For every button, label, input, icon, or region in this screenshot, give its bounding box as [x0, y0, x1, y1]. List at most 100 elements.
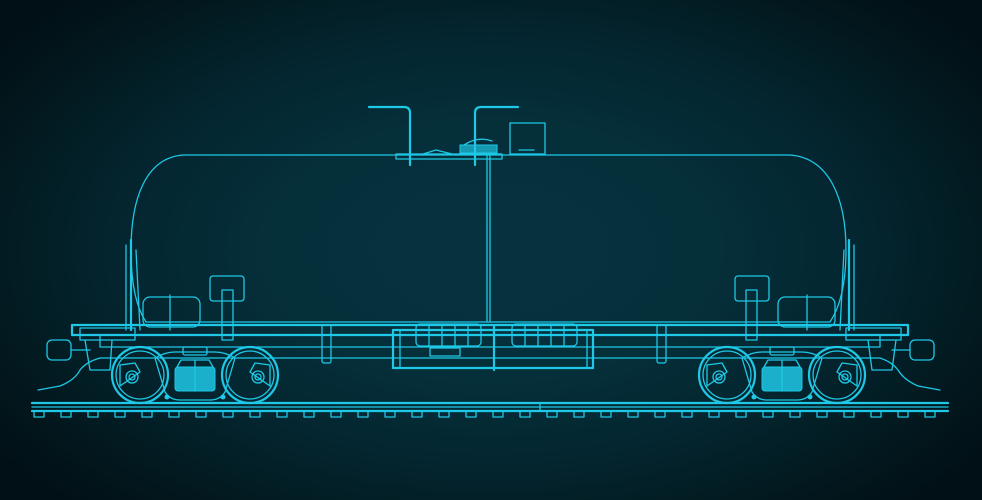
axle-hub — [715, 373, 723, 381]
left-brake-post — [221, 289, 234, 341]
sleeper — [276, 410, 288, 418]
axle-bearing — [838, 370, 852, 384]
right-end-platform — [845, 327, 902, 341]
sleeper — [897, 410, 909, 418]
tank — [130, 154, 847, 323]
sleeper — [627, 410, 639, 418]
left-air-reservoir — [142, 296, 201, 328]
right-coupler-pocket — [867, 339, 897, 371]
left-cross-bearer — [321, 324, 332, 364]
left-end-platform — [79, 327, 136, 341]
sleeper — [222, 410, 234, 418]
sleeper — [492, 410, 504, 418]
valve-cap — [463, 138, 493, 146]
right-vent-pipe — [473, 105, 520, 167]
right-cross-bearer — [656, 324, 667, 364]
wheel-tread — [812, 350, 862, 400]
right-valve-cylinder — [511, 323, 578, 347]
left-brake-box — [209, 275, 245, 302]
sleeper — [681, 410, 693, 418]
left-coupler — [46, 339, 72, 361]
journal-box — [119, 362, 141, 387]
sleeper — [465, 410, 477, 418]
side-frame — [154, 351, 236, 401]
sleeper — [546, 410, 558, 418]
walkway-detail — [419, 149, 453, 156]
wheel — [807, 345, 867, 405]
sleeper — [735, 410, 747, 418]
sleepers — [33, 410, 936, 418]
axle-bearing — [251, 370, 265, 384]
wheel-tread — [225, 350, 275, 400]
sleeper — [843, 410, 855, 418]
sleeper — [762, 410, 774, 418]
side-frame — [741, 351, 823, 401]
valve-bracket — [429, 347, 461, 357]
journal-box — [836, 362, 858, 387]
axle-hub — [128, 373, 136, 381]
top-fittings — [367, 105, 546, 167]
right-brake-post — [745, 289, 758, 341]
track — [30, 401, 950, 418]
sleeper — [519, 410, 531, 418]
valve-assembly — [459, 144, 498, 154]
sleeper — [789, 410, 801, 418]
sleeper — [924, 410, 936, 418]
left-coupler-pocket — [84, 339, 113, 371]
left-air-hose — [37, 357, 101, 391]
platform-box — [509, 122, 546, 155]
sleeper — [141, 410, 153, 418]
sleeper — [600, 410, 612, 418]
left-valve-cylinder — [415, 323, 482, 347]
sleeper — [573, 410, 585, 418]
wheel — [110, 345, 170, 405]
sleeper — [411, 410, 423, 418]
sleeper — [168, 410, 180, 418]
tank-shell — [130, 154, 847, 323]
sleeper — [87, 410, 99, 418]
axle-bearing — [125, 370, 139, 384]
sleeper — [303, 410, 315, 418]
center-drain-assembly — [391, 323, 595, 372]
left-end-ladder-rails — [125, 244, 141, 331]
frame-bolt — [164, 394, 170, 400]
right-air-hose — [879, 357, 941, 391]
wheel — [220, 345, 280, 405]
walkway-rail — [395, 153, 503, 160]
sleeper — [708, 410, 720, 418]
sleeper — [114, 410, 126, 418]
sleeper — [330, 410, 342, 418]
wheel — [697, 345, 757, 405]
sleeper — [33, 410, 45, 418]
sleeper — [249, 410, 261, 418]
center-sill-lower — [99, 334, 881, 348]
right-truck — [697, 345, 867, 405]
left-vent-pipe — [367, 105, 412, 167]
right-end-ladder-rails — [839, 244, 855, 331]
frame-bolt — [751, 394, 757, 400]
sleeper — [60, 410, 72, 418]
axle-hub — [254, 373, 262, 381]
axle-bearing — [712, 370, 726, 384]
sleeper — [357, 410, 369, 418]
right-end — [734, 238, 941, 391]
sleeper — [384, 410, 396, 418]
right-coupler — [909, 339, 935, 361]
axle-hub — [841, 373, 849, 381]
journal-box — [706, 362, 728, 387]
center-plate — [769, 346, 795, 356]
sleeper — [816, 410, 828, 418]
sleeper — [870, 410, 882, 418]
right-brake-box — [734, 275, 770, 302]
valve-ribs — [428, 323, 565, 347]
frame-bolt — [220, 394, 226, 400]
left-end — [37, 238, 245, 391]
sleeper — [438, 410, 450, 418]
left-truck — [110, 345, 280, 405]
center-plate — [182, 346, 208, 356]
sleeper — [195, 410, 207, 418]
frame-bolt — [807, 394, 813, 400]
wheel-tread — [702, 350, 752, 400]
